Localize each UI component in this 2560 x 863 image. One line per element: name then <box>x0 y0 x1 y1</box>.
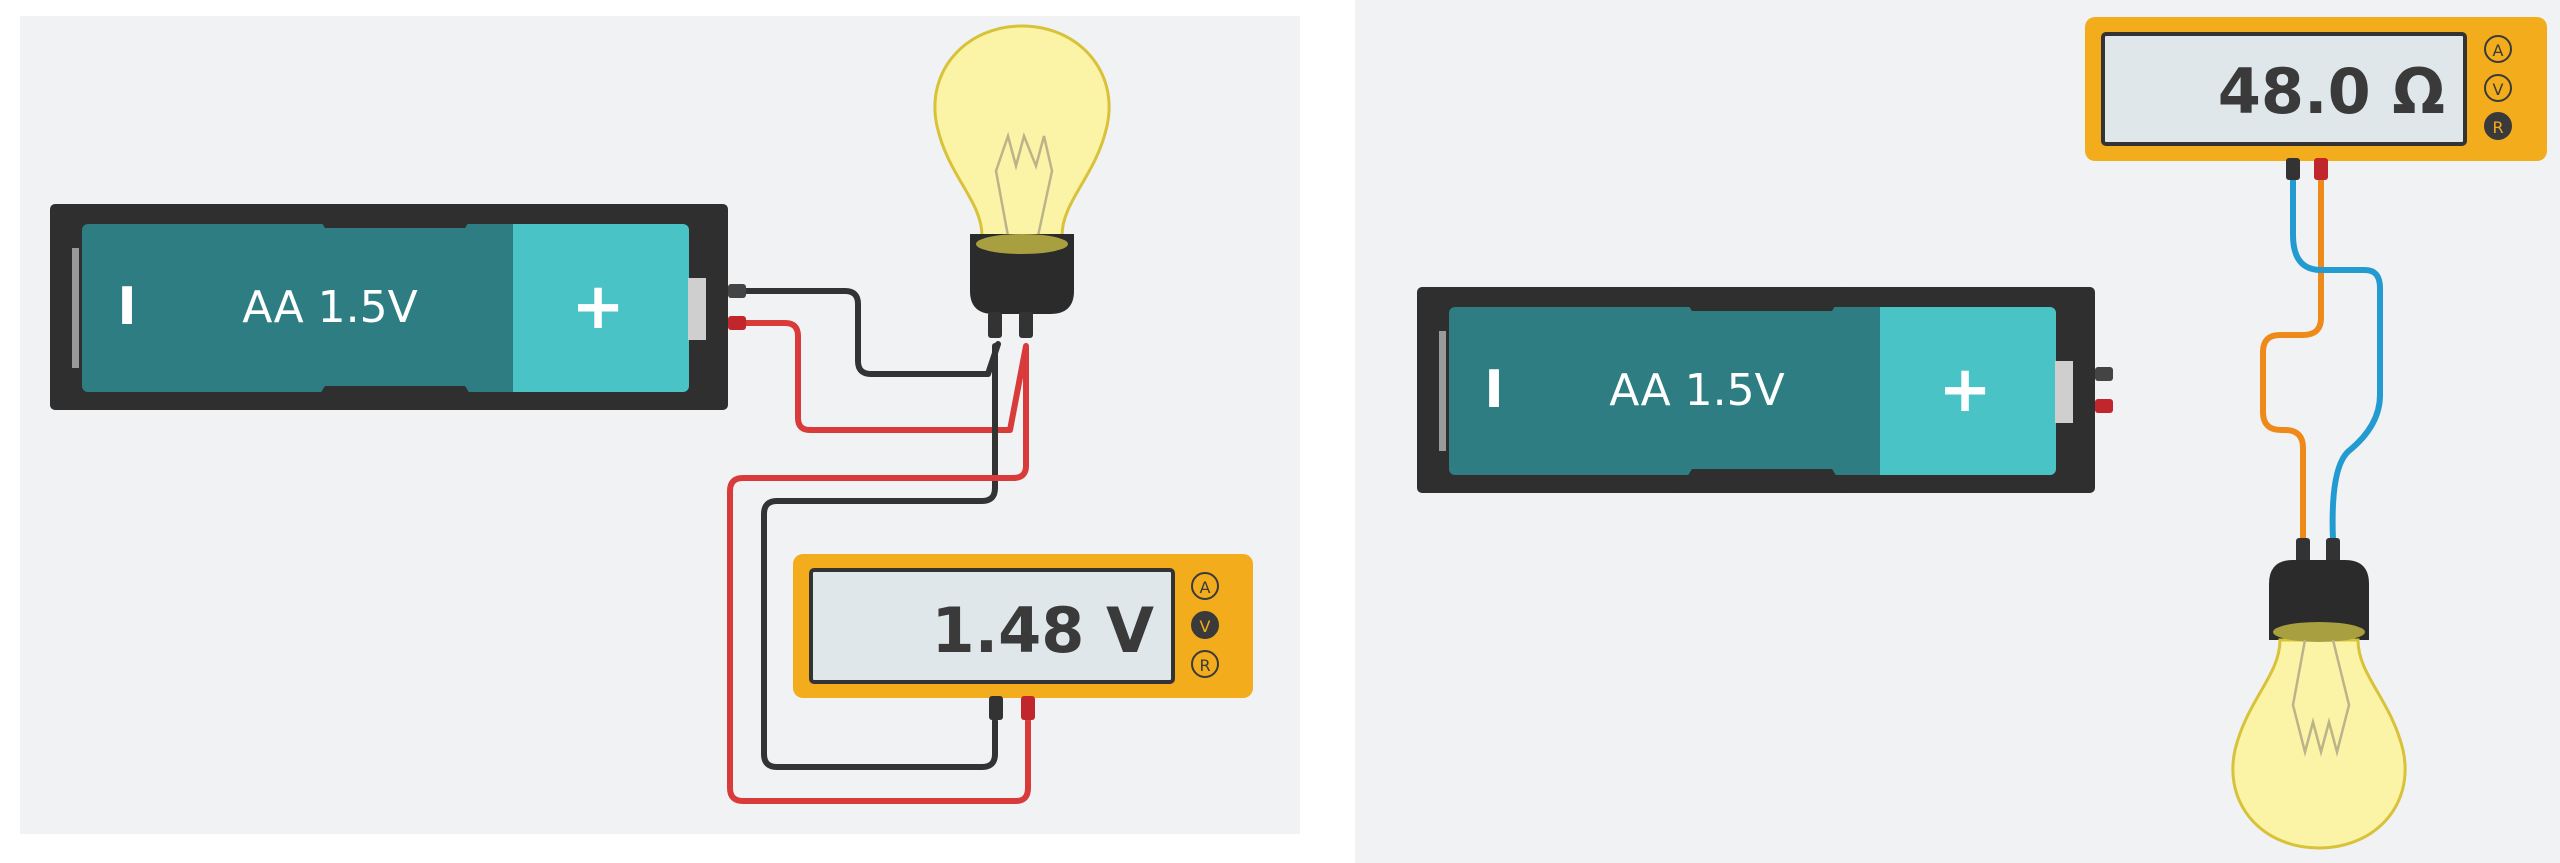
left-multimeter-screen <box>809 568 1175 684</box>
left-multimeter-mode-a[interactable]: A <box>1191 572 1219 600</box>
left-battery-top-notch <box>310 204 480 228</box>
right-multimeter-probe-com[interactable] <box>2286 158 2300 180</box>
left-battery-spring-contact <box>72 248 79 368</box>
right-battery[interactable]: I AA 1.5V + <box>1417 287 2113 493</box>
right-battery-positive-end <box>1880 307 2056 475</box>
right-wire-blue[interactable] <box>2290 169 2383 543</box>
left-battery-label: AA 1.5V <box>242 282 417 333</box>
left-light-bulb[interactable] <box>933 24 1111 338</box>
right-battery-minus-symbol: I <box>1484 360 1503 420</box>
left-bulb-terminal-2[interactable] <box>1019 312 1033 338</box>
left-bulb-socket <box>970 234 1074 314</box>
right-mode-a-label: A <box>2493 41 2504 60</box>
right-mode-r-label: R <box>2492 118 2503 137</box>
right-multimeter-reading: 48.0 Ω <box>2218 55 2445 128</box>
left-multimeter-probe-com[interactable] <box>989 696 1003 720</box>
right-battery-positive-terminal[interactable] <box>2095 399 2113 413</box>
right-battery-negative-terminal[interactable] <box>2095 367 2113 381</box>
left-battery-body <box>82 224 534 392</box>
left-mode-v-label: V <box>1200 617 1211 636</box>
right-multimeter-screen <box>2101 32 2467 146</box>
left-wire-red-battery-to-bulb[interactable] <box>743 320 1029 433</box>
right-multimeter[interactable]: 48.0 Ω A V R <box>2085 17 2547 180</box>
right-battery-plus-symbol: + <box>1938 353 1992 427</box>
left-multimeter-mode-r[interactable]: R <box>1191 650 1219 678</box>
left-battery-minus-symbol: I <box>117 277 136 337</box>
left-battery-metal-contact <box>688 278 706 340</box>
left-battery-bottom-notch <box>310 386 480 410</box>
left-bulb-filament <box>994 131 1054 237</box>
left-canvas-background <box>20 16 1300 834</box>
left-mode-a-label: A <box>1200 578 1211 597</box>
right-battery-label: AA 1.5V <box>1609 365 1784 416</box>
left-bulb-terminal-1[interactable] <box>988 312 1002 338</box>
left-battery-positive-terminal[interactable] <box>728 316 746 330</box>
right-battery-spring-contact <box>1439 331 1446 451</box>
left-bulb-glass <box>933 24 1111 238</box>
left-wire-red-bulb-to-meter[interactable] <box>727 345 1031 804</box>
right-multimeter-probe-positive[interactable] <box>2314 158 2328 180</box>
left-multimeter-probe-positive[interactable] <box>1021 696 1035 720</box>
right-circuit-canvas: I AA 1.5V + 48.0 Ω A V R <box>1355 0 2560 863</box>
left-battery-plus-symbol: + <box>571 270 625 344</box>
left-circuit-canvas: I AA 1.5V + 1.48 V A V R <box>20 16 1300 834</box>
left-battery-positive-end <box>513 224 689 392</box>
right-battery-bottom-notch <box>1677 469 1847 493</box>
left-battery[interactable]: I AA 1.5V + <box>50 204 746 410</box>
right-bulb-terminal-1[interactable] <box>2296 538 2310 564</box>
right-battery-body <box>1449 307 1901 475</box>
right-light-bulb[interactable] <box>2231 538 2407 850</box>
right-multimeter-mode-v[interactable]: V <box>2484 74 2512 102</box>
right-wire-orange[interactable] <box>2260 169 2324 543</box>
right-battery-metal-contact <box>2055 361 2073 423</box>
left-bulb-socket-rim <box>976 234 1068 254</box>
right-multimeter-mode-r[interactable]: R <box>2484 112 2512 140</box>
right-battery-top-notch <box>1677 287 1847 311</box>
left-battery-negative-terminal[interactable] <box>728 284 746 298</box>
right-bulb-filament <box>2291 639 2351 757</box>
right-bulb-terminal-2[interactable] <box>2326 538 2340 564</box>
right-multimeter-mode-a[interactable]: A <box>2484 35 2512 63</box>
left-multimeter-reading: 1.48 V <box>931 594 1154 667</box>
left-mode-r-label: R <box>1199 656 1210 675</box>
right-mode-v-label: V <box>2493 80 2504 99</box>
right-bulb-socket <box>2269 560 2369 640</box>
left-wire-black-bulb-to-meter[interactable] <box>761 343 998 770</box>
right-bulb-socket-rim <box>2273 622 2365 642</box>
left-multimeter[interactable]: 1.48 V A V R <box>793 554 1253 720</box>
left-multimeter-mode-v[interactable]: V <box>1191 611 1219 639</box>
left-wire-black-battery-to-bulb[interactable] <box>743 288 1001 377</box>
